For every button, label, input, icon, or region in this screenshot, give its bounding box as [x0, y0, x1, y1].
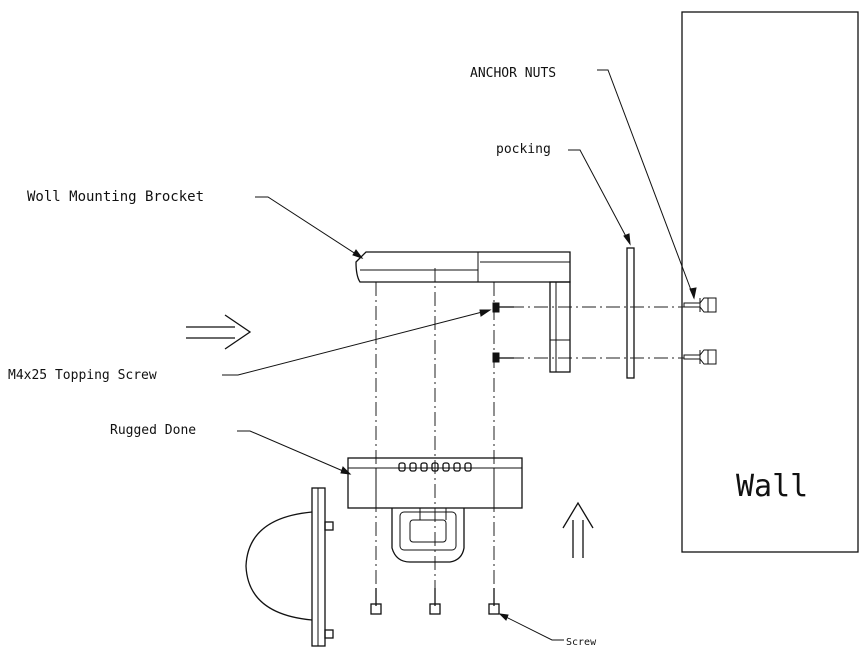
tapping-screw-upper: [492, 302, 514, 313]
bottom-screws: Screw: [370, 588, 597, 648]
wall-mounting-bracket: Woll Mounting Brocket: [27, 189, 571, 373]
bottom-screw-middle: [429, 588, 441, 615]
packing-label: pocking: [496, 142, 551, 157]
wall: Wall: [681, 11, 859, 553]
anchor-nut-lower: [683, 349, 717, 365]
tapping-screw-label: M4x25 Topping Screw: [8, 368, 157, 383]
bottom-screw-left: [370, 588, 382, 615]
rugged-dome-label: Rugged Done: [110, 423, 196, 438]
bottom-screw-right: [488, 588, 500, 615]
direction-arrow-right: [186, 314, 252, 350]
packing-gasket: pocking: [496, 142, 635, 379]
screw-label: Screw: [566, 637, 597, 648]
tapping-screw-leader: [222, 309, 491, 376]
wall-mounting-bracket-label: Woll Mounting Brocket: [27, 189, 204, 205]
direction-arrow-up: [562, 501, 594, 558]
rugged-dome-leader: [237, 430, 351, 475]
alignment-center-lines: [375, 268, 684, 588]
anchor-nuts-label: ANCHOR NUTS: [470, 66, 556, 81]
camera-module: [391, 508, 465, 563]
tapping-screws: M4x25 Topping Screw: [8, 302, 514, 383]
anchor-nuts-leader: [597, 69, 695, 299]
wall-mounting-bracket-leader: [255, 196, 363, 259]
packing-leader: [568, 149, 631, 245]
rugged-dome: Rugged Done: [110, 423, 523, 647]
screw-leader: [499, 613, 564, 641]
anchor-nuts: ANCHOR NUTS: [470, 66, 717, 365]
anchor-nut-upper: [683, 297, 717, 313]
tapping-screw-lower: [492, 352, 514, 363]
dome-bubble: [245, 511, 313, 621]
dome-vent-slots: [398, 462, 472, 472]
wall-label: Wall: [736, 469, 808, 504]
